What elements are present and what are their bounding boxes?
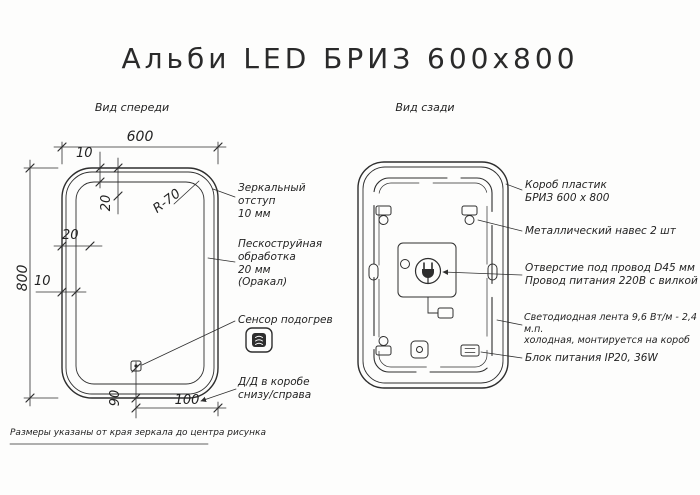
annotation-mirror-offset: Зеркальный отступ 10 мм [238,182,306,220]
dim-height-800: 800 [15,264,31,292]
drawing-title: Альби LED БРИЗ 600х800 [121,42,579,75]
cable-hole-box [397,242,457,298]
heated-sensor-icon [245,327,273,353]
led-strip [373,177,493,373]
annotation-plastic-box: Короб пластик БРИЗ 600 х 800 [525,179,610,204]
front-dimension-lines [23,141,227,419]
dim-sensor-bottom-90: 90 [108,389,123,407]
dim-sand-left-20: 20 [62,228,79,243]
dim-sand-top-20: 20 [99,194,114,212]
dimensions-footnote: Размеры указаны от края зеркала до центр… [10,428,266,438]
back-leader-lines [442,183,523,359]
back-view-drawing [357,161,523,389]
dim-sensor-right-100: 100 [174,393,200,408]
front-view-label: Вид спереди [94,101,170,114]
bottom-components [375,336,480,359]
power-cord [427,296,454,319]
heater-sensor-mark [130,360,142,372]
side-clips [368,263,498,281]
annotation-sandblast: Пескоструйная обработка 20 мм (Оракал) [238,238,323,289]
annotation-cable-hole: Отверстие под провод D45 мм Провод питан… [525,262,698,287]
plug-icon [422,262,434,284]
front-view-drawing [9,141,273,445]
dim-offset-top-10: 10 [76,146,93,161]
front-leader-lines [141,188,237,403]
hanger-brackets [375,205,478,225]
back-view-label: Вид сзади [395,101,455,114]
annotation-power-supply: Блок питания IP20, 36W [525,352,658,364]
dim-offset-left-10: 10 [34,274,51,289]
annotation-dd-box: Д/Д в коробе снизу/справа [238,376,312,401]
annotation-sensor: Сенсор подогрев [238,314,333,326]
back-panel-outline [357,161,509,389]
dim-width-600: 600 [126,129,154,145]
annotation-metal-hangers: Металлический навес 2 шт [525,225,676,237]
annotation-led-strip: Светодиодная лента 9,6 Вт/м - 2,4 м.п. х… [524,312,697,347]
